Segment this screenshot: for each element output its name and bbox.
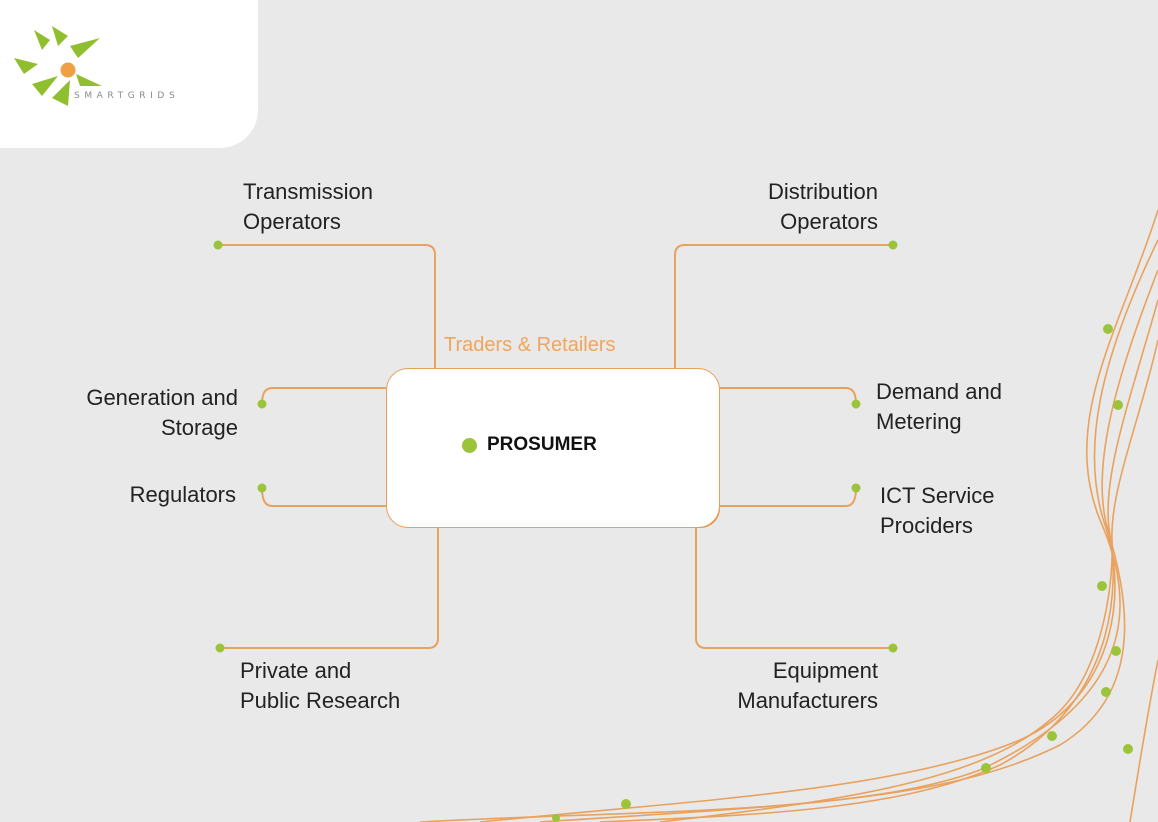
prosumer-label: PROSUMER xyxy=(487,434,597,455)
label-generation-and-storage: Generation and Storage xyxy=(86,385,238,440)
flow-dot xyxy=(1097,581,1107,591)
label-equipment-manufacturers: Equipment Manufacturers xyxy=(737,658,878,713)
decorative-flow-lines xyxy=(419,209,1158,822)
connector-distribution-operators xyxy=(674,244,893,368)
connector-transmission-operators xyxy=(218,244,436,368)
flow-dot xyxy=(1047,731,1057,741)
connector-demand-metering xyxy=(720,387,857,405)
prosumer-box xyxy=(386,368,720,528)
connector-equipment-manufacturers xyxy=(695,528,893,649)
flow-dot xyxy=(1101,687,1111,697)
flow-dot xyxy=(621,799,631,809)
flow-dot xyxy=(1123,744,1133,754)
flow-dot xyxy=(552,814,560,822)
dot-generation-storage xyxy=(257,399,267,409)
logo-card: SMARTGRIDS xyxy=(0,0,258,148)
connector-ict-service xyxy=(720,487,857,507)
connector-generation-storage xyxy=(261,387,386,405)
dot-equipment-manufacturers xyxy=(888,643,898,653)
dot-demand-metering xyxy=(851,399,861,409)
smartgrids-logo-icon xyxy=(14,26,102,106)
connector-private-public-research xyxy=(220,528,439,649)
connector-end-dots xyxy=(213,240,898,653)
dot-regulators xyxy=(257,483,267,493)
flow-dot xyxy=(1113,400,1123,410)
dot-transmission-operators xyxy=(213,240,223,250)
label-distribution-operators: Distribution Operators xyxy=(767,179,878,234)
label-demand-and-metering: Demand and Metering xyxy=(876,379,1002,434)
flow-dot xyxy=(981,763,991,773)
decorative-flow-dots xyxy=(552,324,1133,822)
flow-dot xyxy=(1103,324,1113,334)
label-ict-service-providers: ICT Service Prociders xyxy=(880,483,995,538)
flow-dot xyxy=(1111,646,1121,656)
prosumer-dot xyxy=(462,438,477,453)
label-private-and-public-research: Private and Public Research xyxy=(240,658,401,713)
dot-ict-service xyxy=(851,483,861,493)
label-transmission-operators: Transmission Operators xyxy=(243,179,373,234)
dot-distribution-operators xyxy=(888,240,898,250)
connector-regulators xyxy=(261,487,386,507)
dot-private-public-research xyxy=(215,643,225,653)
logo-wordmark: SMARTGRIDS xyxy=(74,91,180,101)
traders-retailers-label: Traders & Retailers xyxy=(444,334,616,356)
label-regulators: Regulators xyxy=(129,482,236,507)
